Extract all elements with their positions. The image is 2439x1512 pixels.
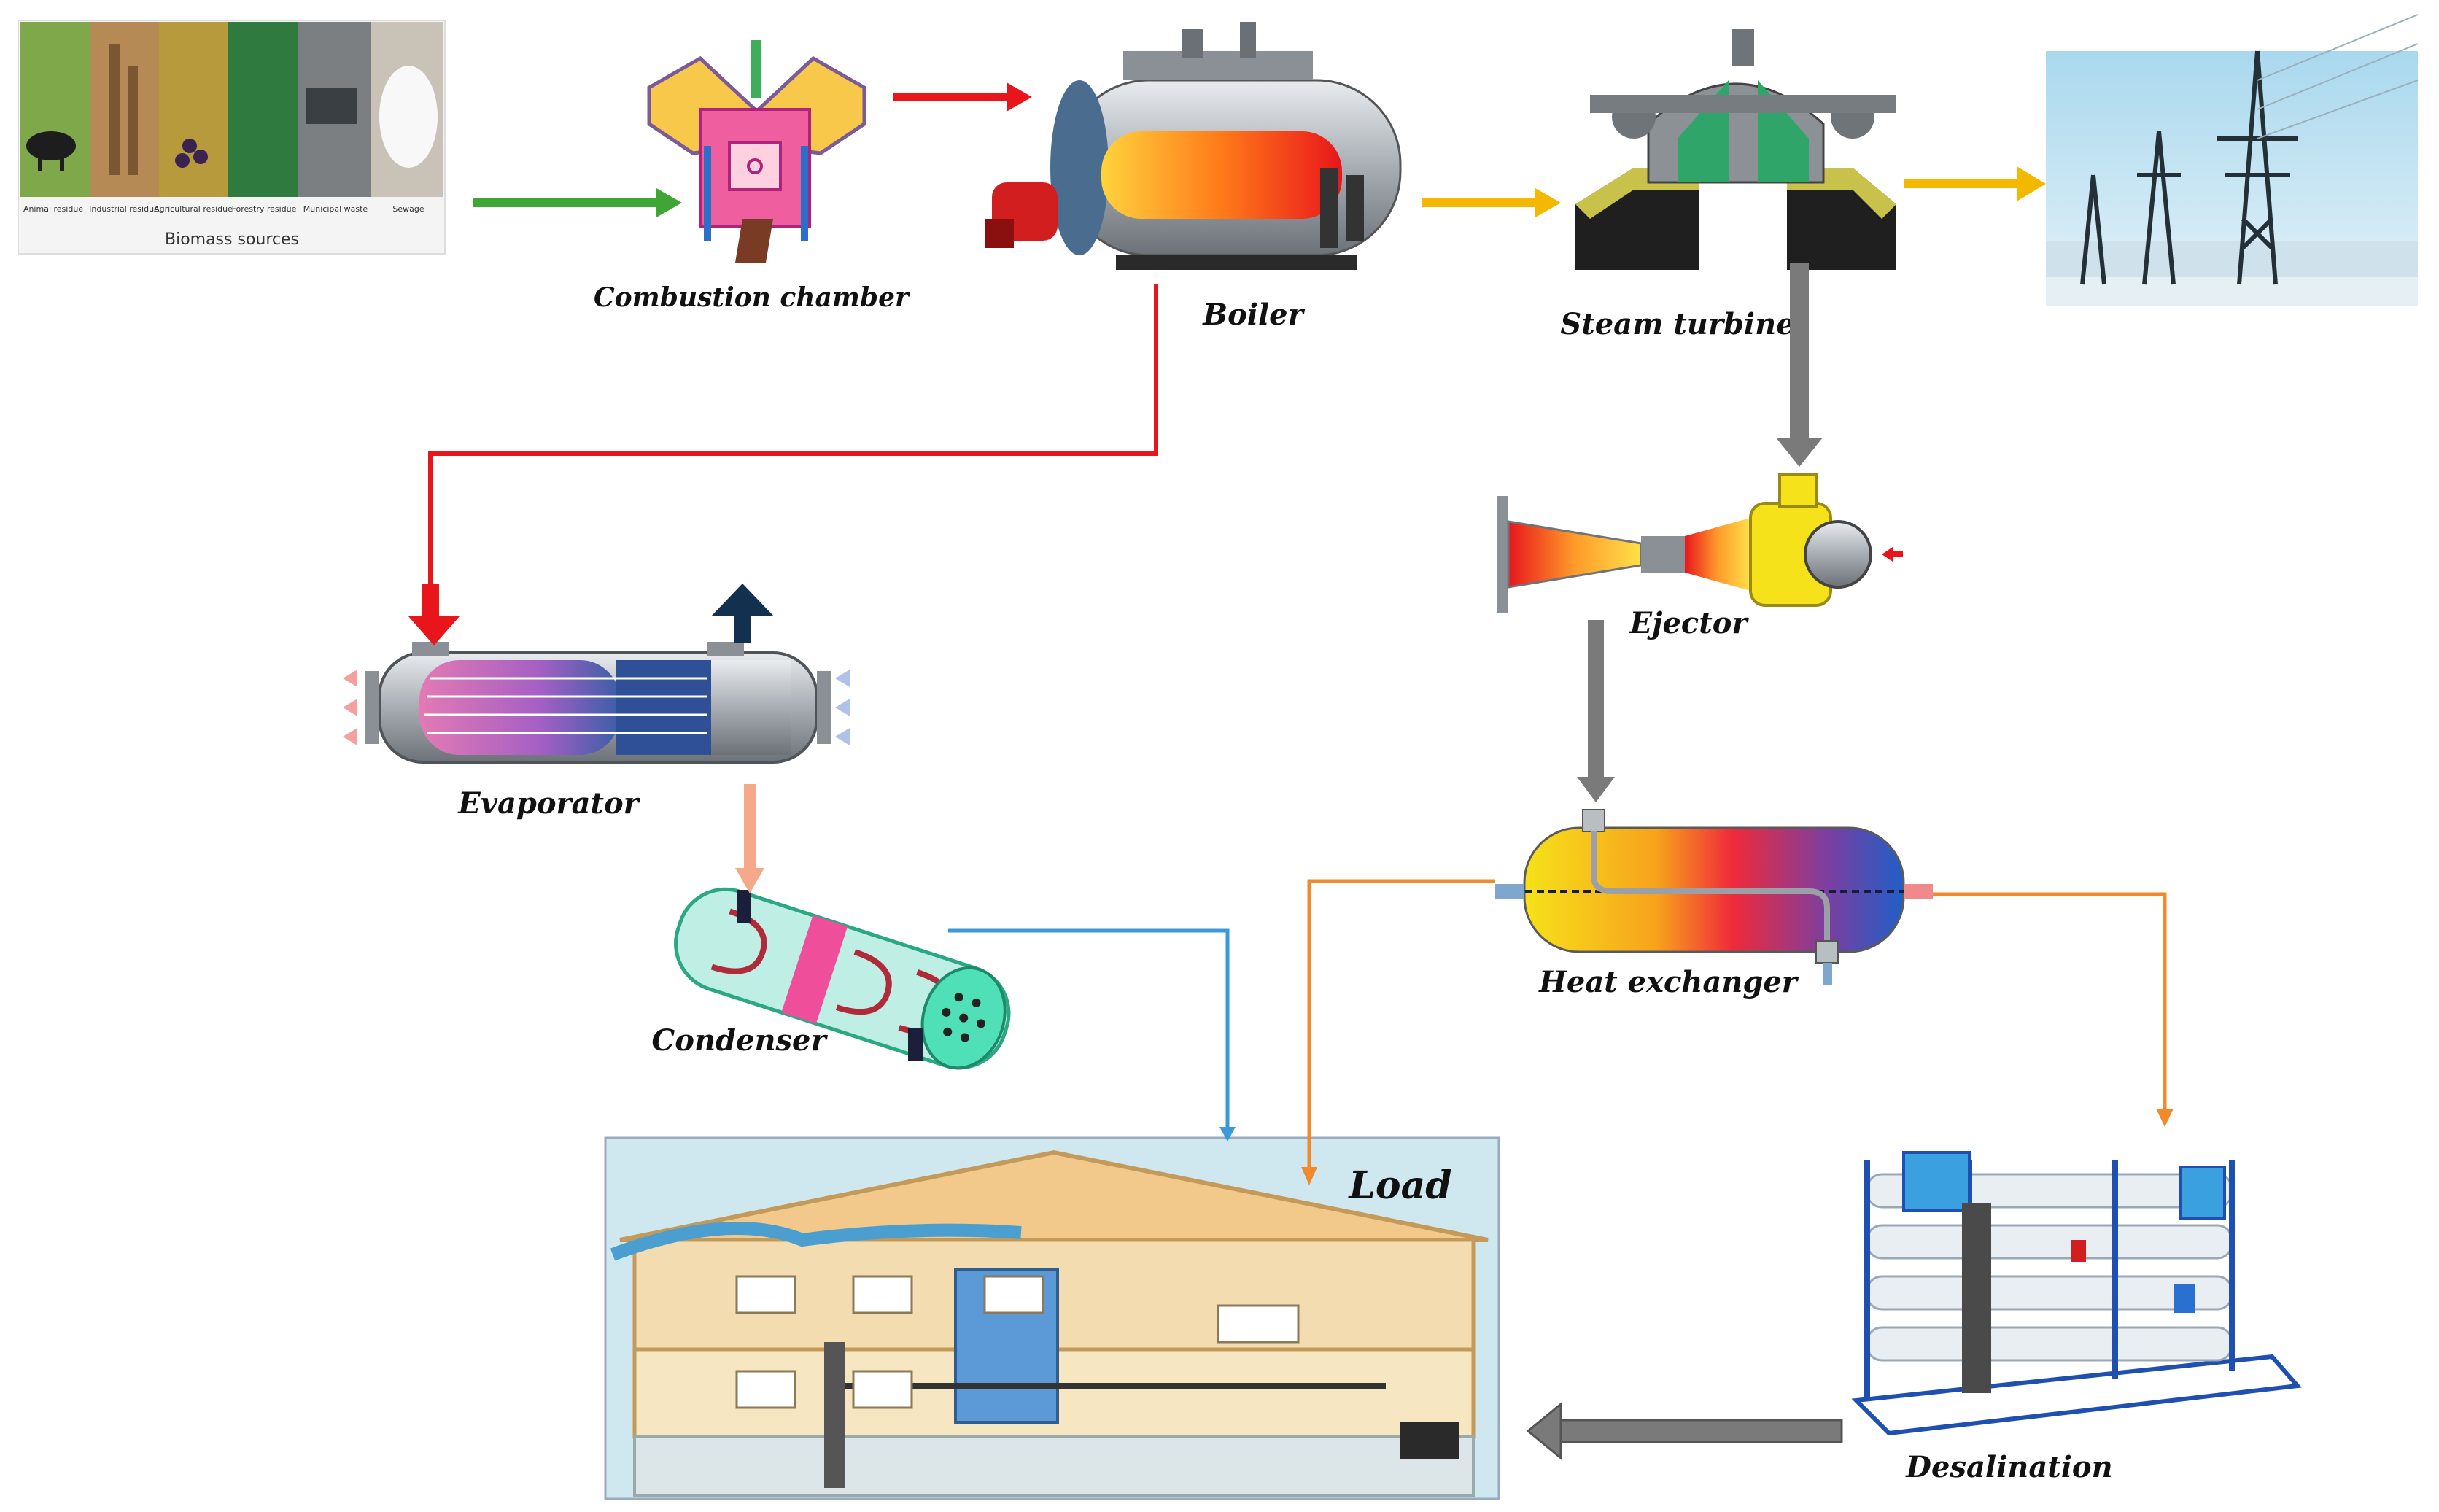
industrial-residue-image bbox=[90, 22, 159, 197]
boiler-image bbox=[985, 22, 1402, 270]
flow-line-boiler-to-evaporator bbox=[408, 284, 1158, 645]
desalination-label: Desalination bbox=[1905, 1450, 2112, 1484]
load-label: Load bbox=[1347, 1163, 1451, 1208]
ejector-image bbox=[1497, 473, 1903, 613]
agricultural-residue-image bbox=[159, 22, 228, 197]
evaporator-image bbox=[343, 642, 850, 764]
animal-residue-image bbox=[20, 22, 90, 197]
flow-line-heat-exchanger-to-load bbox=[1301, 879, 1495, 1185]
flow-line-condenser-to-load bbox=[948, 928, 1236, 1141]
power-grid-image bbox=[2046, 14, 2419, 306]
flow-arrow-turbine-to-ejector bbox=[1776, 263, 1823, 467]
flow-arrow-ejector-to-heat-exchanger bbox=[1577, 620, 1615, 802]
flow-arrow-combustion-to-boiler bbox=[893, 82, 1032, 112]
flow-arrow-biomass-to-combustion bbox=[473, 188, 682, 217]
evaporator-label: Evaporator bbox=[457, 786, 640, 821]
biomass-item-label: Animal residue bbox=[23, 204, 83, 214]
biomass-item-label: Municipal waste bbox=[303, 204, 368, 214]
ejector-label: Ejector bbox=[1629, 606, 1750, 640]
desalination-unit-image bbox=[1851, 1151, 2303, 1436]
forestry-residue-image bbox=[228, 22, 298, 197]
biomass-item-label: Industrial residue bbox=[89, 204, 159, 214]
flow-arrow-evaporator-out bbox=[711, 584, 774, 643]
flow-arrow-boiler-to-turbine bbox=[1422, 188, 1561, 217]
biomass-item-label: Sewage bbox=[392, 204, 424, 214]
biomass-item-label: Agricultural residue bbox=[154, 204, 233, 214]
condenser-image bbox=[674, 887, 1011, 1070]
steam-turbine-label: Steam turbine bbox=[1560, 307, 1794, 341]
heat-exchanger-image bbox=[1495, 809, 1933, 985]
flow-arrow-evaporator-to-condenser bbox=[735, 784, 764, 893]
flow-arrow-desalination-to-load bbox=[1526, 1401, 1843, 1461]
biomass-sources-image: Animal residue Industrial residue Agricu… bbox=[18, 20, 446, 255]
biomass-item-label: Forestry residue bbox=[232, 204, 297, 214]
flow-line-heat-exchanger-to-desalination bbox=[1933, 892, 2174, 1127]
heat-exchanger-label: Heat exchanger bbox=[1538, 965, 1799, 999]
combustion-chamber-label: Combustion chamber bbox=[594, 282, 911, 313]
combustion-chamber-image bbox=[647, 40, 866, 263]
condenser-label: Condenser bbox=[651, 1023, 828, 1058]
biomass-sources-caption: Biomass sources bbox=[165, 230, 299, 249]
steam-turbine-image bbox=[1575, 29, 1896, 270]
boiler-label: Boiler bbox=[1202, 298, 1305, 332]
load-house-image bbox=[604, 1136, 1500, 1500]
flow-arrow-turbine-to-grid bbox=[1904, 166, 2046, 201]
